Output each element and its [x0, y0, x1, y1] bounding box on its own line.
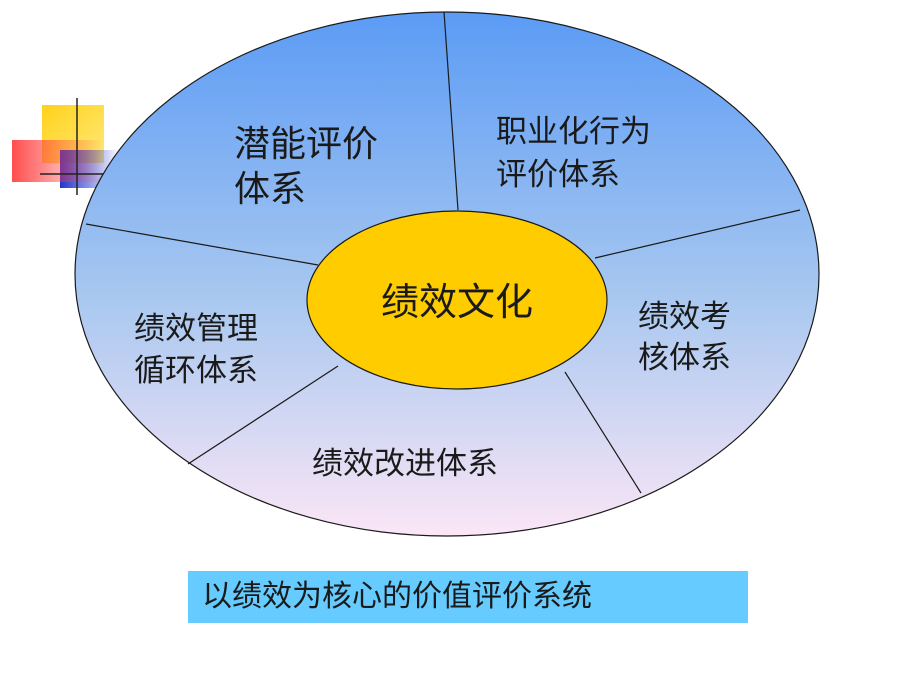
segment-dividers — [85, 11, 801, 494]
divider-bottom-left — [187, 365, 339, 465]
caption-box: 以绩效为核心的价值评价系统 — [188, 571, 748, 623]
segment-label-potential: 潜能评价 体系 — [234, 124, 389, 210]
segment-label-assessment: 绩效考 核体系 — [638, 299, 741, 376]
segment-label-management: 绩效管理 循环体系 — [134, 311, 268, 389]
segment-line: 体系 — [234, 169, 306, 210]
divider-top — [443, 11, 459, 211]
segment-line: 评价体系 — [496, 157, 620, 193]
segment-label-professional: 职业化行为 评价体系 — [496, 114, 661, 193]
center-ellipse — [306, 210, 608, 390]
segment-line: 循环体系 — [134, 353, 258, 389]
caption-text: 以绩效为核心的价值评价系统 — [202, 579, 592, 614]
segment-line: 职业化行为 — [496, 114, 651, 150]
logo-red-bar — [12, 140, 104, 182]
divider-left — [85, 223, 319, 266]
segment-line: 绩效管理 — [134, 311, 258, 347]
segment-line: 潜能评价 — [234, 124, 378, 165]
center-label: 绩效文化 — [381, 280, 533, 324]
divider-bottom-right — [564, 371, 642, 494]
segment-line: 绩效改进体系 — [312, 446, 498, 482]
segment-line: 绩效考 — [638, 299, 731, 335]
segment-label-improvement: 绩效改进体系 — [312, 446, 498, 482]
divider-right — [594, 209, 801, 259]
segment-line: 核体系 — [638, 340, 731, 376]
